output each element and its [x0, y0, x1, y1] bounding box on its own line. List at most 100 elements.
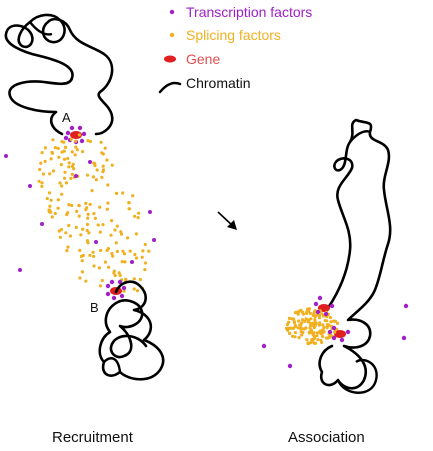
- splicing-factor-dot: [100, 278, 104, 283]
- splicing-factor-dot: [122, 252, 127, 256]
- transcription-factor-dot: [105, 291, 111, 297]
- splicing-factor-dot: [285, 323, 289, 327]
- transcription-factor-dot: [331, 325, 337, 331]
- splicing-factor-dot: [70, 203, 74, 208]
- splicing-factor-dot: [333, 319, 337, 323]
- splicing-factor-dot: [40, 181, 44, 185]
- transcription-factor-dot: [74, 174, 78, 178]
- splicing-factor-dot: [40, 151, 44, 155]
- splicing-factor-dot: [335, 321, 340, 325]
- splicing-factor-dot: [98, 284, 102, 288]
- splicing-factor-dot: [132, 277, 136, 281]
- gene-site-right-b: [334, 330, 346, 338]
- splicing-factor-dot: [303, 319, 307, 323]
- splicing-factor-dot: [103, 260, 107, 264]
- splicing-factor-dot: [51, 169, 56, 173]
- splicing-factor-dot: [43, 146, 48, 150]
- splicing-factor-dot: [90, 189, 94, 193]
- splicing-factor-dot: [92, 264, 96, 268]
- splicing-factor-dot: [304, 326, 308, 330]
- transcription-factor-dot: [345, 329, 351, 335]
- tf-scatter-left: [4, 154, 156, 272]
- chromatin-knot-top: [29, 21, 53, 36]
- splicing-factor-dot: [92, 254, 96, 258]
- transcription-factor-dot: [94, 240, 98, 244]
- splicing-factor-dot: [101, 164, 105, 168]
- splicing-factor-dot: [312, 337, 316, 341]
- splicing-factor-dot: [306, 307, 310, 311]
- splicing-factor-dot: [57, 155, 61, 159]
- splicing-factor-dot: [67, 161, 71, 165]
- splicing-factor-dot: [134, 232, 138, 236]
- splicing-factor-dot: [69, 176, 73, 180]
- splicing-factor-cloud-left: [37, 133, 151, 293]
- splicing-factor-dot: [318, 321, 322, 325]
- transcription-factor-dot: [313, 301, 319, 307]
- splicing-factor-dot: [59, 228, 64, 232]
- splicing-factor-dot: [101, 170, 105, 174]
- splicing-factor-dot: [74, 139, 78, 143]
- splicing-factor-dot: [110, 163, 114, 167]
- splicing-factor-dot: [143, 268, 147, 272]
- transcription-factor-dot: [117, 279, 123, 285]
- splicing-factor-dot: [69, 137, 73, 141]
- transcription-factor-dot: [111, 295, 117, 301]
- splicing-factor-dot: [62, 140, 66, 144]
- splicing-factor-dot: [105, 158, 109, 162]
- association-caption: Association: [288, 429, 365, 446]
- splicing-factor-dot: [74, 145, 78, 149]
- splicing-factor-dot: [50, 215, 54, 219]
- chromatin-bottom-left-inner: [103, 357, 122, 373]
- splicing-factor-dot: [77, 203, 81, 207]
- transcription-factor-dot: [287, 363, 293, 369]
- splicing-factor-dot: [67, 165, 71, 169]
- splicing-factor-dot: [73, 153, 77, 157]
- splicing-factor-dot: [122, 289, 126, 293]
- splicing-factor-dot: [62, 157, 67, 161]
- legend-gene-label: Gene: [186, 51, 220, 67]
- legend-tf-dot: [169, 9, 175, 15]
- splicing-factor-dot: [306, 320, 310, 324]
- splicing-factor-dot: [308, 326, 312, 330]
- splicing-factor-dot: [329, 320, 333, 324]
- splicing-factor-dot: [106, 247, 110, 251]
- chromatin-right: [318, 118, 392, 390]
- splicing-factor-dot: [103, 146, 107, 150]
- splicing-factor-dot: [84, 201, 88, 205]
- splicing-factor-dot: [85, 239, 90, 243]
- legend-gene-marker: [164, 55, 176, 63]
- splicing-factor-dot: [98, 205, 102, 209]
- splicing-factor-dot: [49, 198, 53, 202]
- splicing-factor-dot: [140, 255, 144, 259]
- splicing-factor-dot: [99, 140, 103, 144]
- splicing-factor-dot: [137, 211, 141, 215]
- splicing-factor-dot: [107, 265, 111, 269]
- tf-cluster-b: [105, 279, 127, 301]
- transcription-factor-dot: [119, 293, 125, 299]
- splicing-factor-dot: [286, 328, 290, 332]
- transcription-factor-dot: [315, 309, 321, 315]
- recruitment-panel: A B Recruitment: [4, 13, 165, 446]
- transcription-factor-dot: [130, 260, 134, 264]
- splicing-factor-dot: [320, 312, 324, 316]
- splicing-factor-dot: [117, 271, 121, 275]
- splicing-factor-dot: [287, 331, 292, 335]
- splicing-factor-dot: [106, 183, 110, 187]
- transcription-factor-dot: [261, 343, 267, 349]
- splicing-factor-dot: [316, 338, 320, 342]
- splicing-factor-dot: [115, 224, 119, 228]
- splicing-factor-dot: [68, 234, 72, 238]
- site-b-label: B: [90, 300, 99, 315]
- splicing-factor-dot: [47, 191, 52, 195]
- splicing-factor-dot: [143, 242, 147, 247]
- splicing-factor-dot: [75, 148, 79, 152]
- splicing-factor-dot: [114, 241, 118, 245]
- splicing-factor-dot: [304, 317, 308, 321]
- chromatin-right-knot: [349, 130, 371, 143]
- splicing-factor-dot: [136, 216, 140, 220]
- splicing-factor-dot: [301, 331, 305, 335]
- splicing-factor-dot: [88, 202, 92, 206]
- splicing-factor-dot: [81, 150, 85, 154]
